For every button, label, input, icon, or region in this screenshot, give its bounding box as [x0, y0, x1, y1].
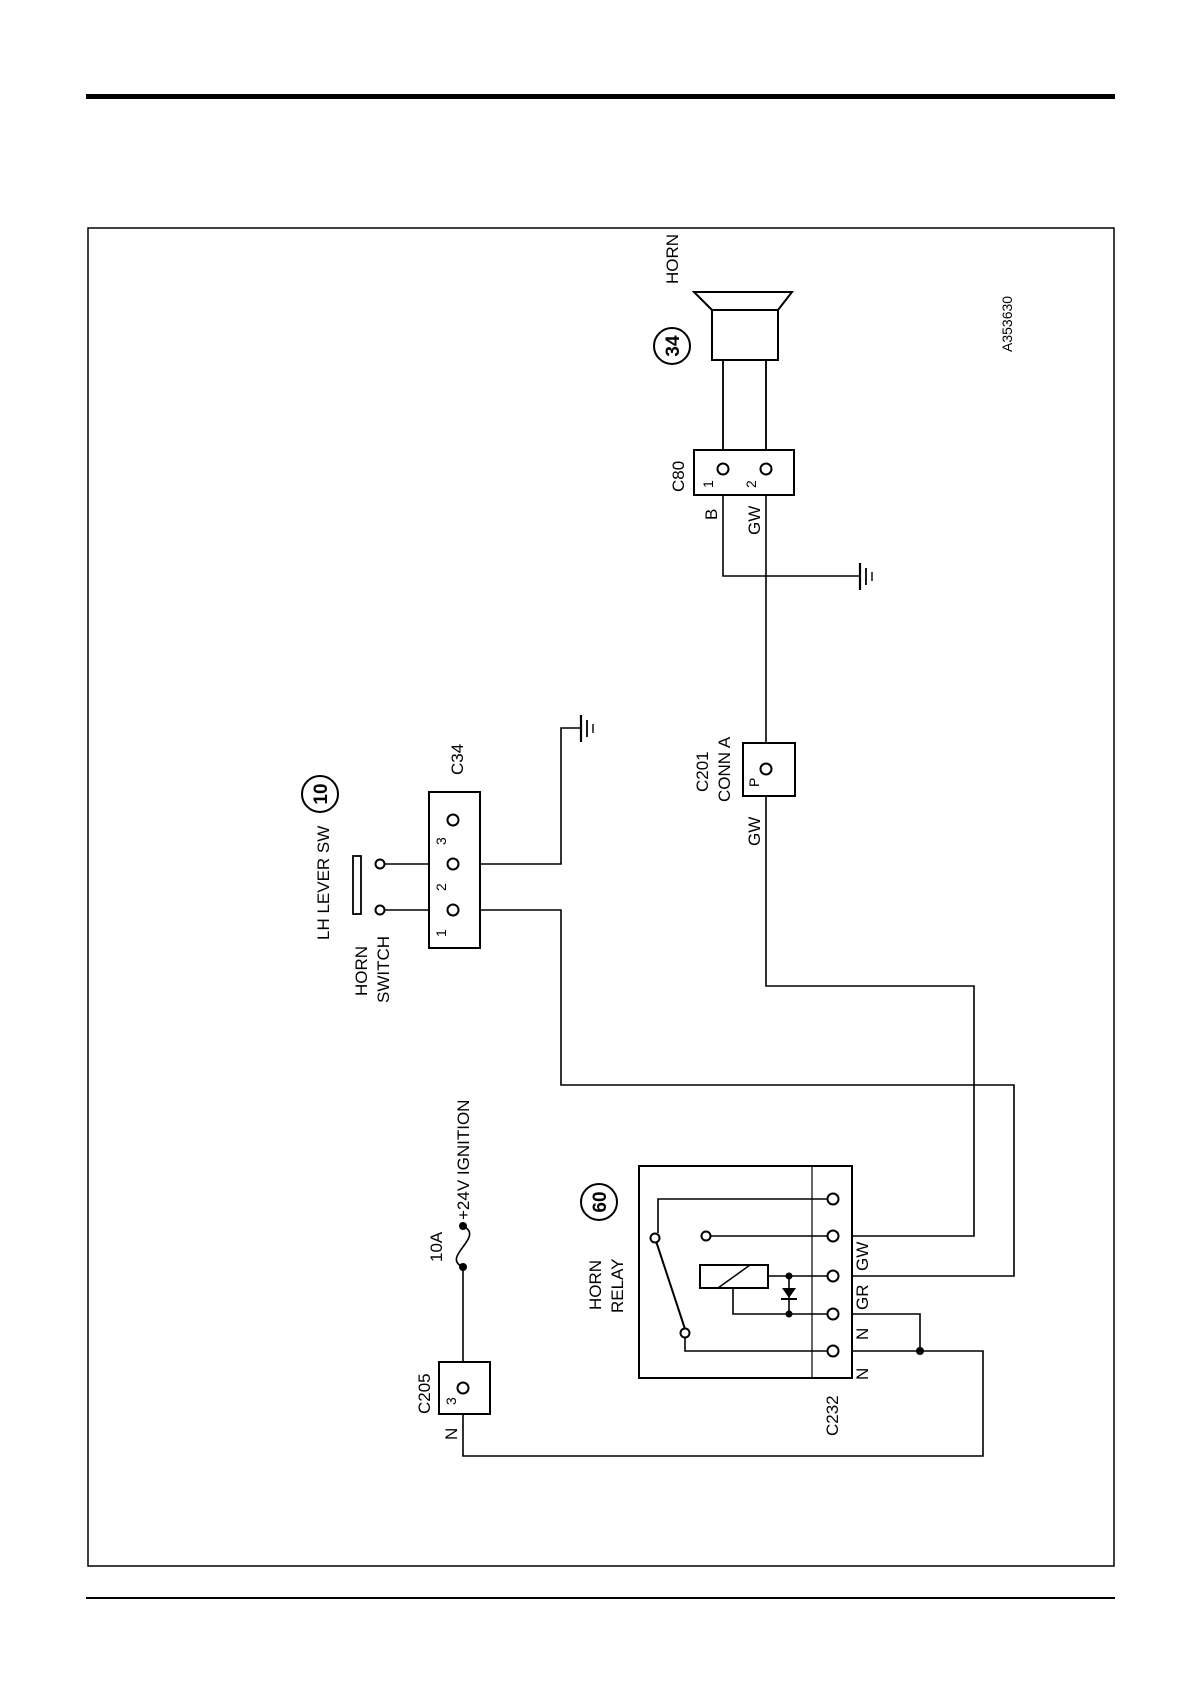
c34-pin-1: [448, 905, 459, 916]
lh-lever-label: LH LEVER SW: [314, 826, 333, 940]
relay-terminal-4: [828, 1309, 839, 1320]
c80-pin-1-label: 1: [700, 480, 716, 488]
c205-pin-label: 3: [443, 1397, 459, 1405]
ground-symbol-switch: [581, 715, 593, 742]
c34-pin-2: [448, 859, 459, 870]
c34-pin-2-label: 2: [433, 883, 449, 891]
wire-color-relay-n1: N: [853, 1328, 872, 1340]
lh-lever-switch: 10 LH LEVER SW HORN SWITCH: [302, 776, 393, 1003]
horn-bell: [694, 292, 792, 310]
horn-body: [712, 310, 778, 360]
c201-pin-label: P: [746, 778, 762, 787]
c80-pin-2: [761, 464, 772, 475]
relay-terminal-3: [828, 1271, 839, 1282]
fuse-10a: 10A +24V IGNITION: [427, 1100, 473, 1271]
c205-pin: [458, 1383, 469, 1394]
horn-relay: GW GR N N C232 60 HORN RELAY: [581, 1166, 872, 1436]
wire-color-relay-gr: GR: [853, 1285, 872, 1311]
c80-pin-1: [718, 464, 729, 475]
c205-name: C205: [415, 1373, 434, 1414]
connector-c80: 1 2 C80 B GW: [669, 450, 794, 535]
connector-c205: 3 C205 N: [415, 1362, 490, 1440]
lh-lever-number: 10: [311, 783, 332, 804]
supply-label: +24V IGNITION: [454, 1100, 473, 1220]
c34-pin-3-label: 3: [433, 837, 449, 845]
junction-dot: [916, 1347, 924, 1355]
header-rule: [86, 94, 1115, 99]
horn-switch-bar: [353, 856, 361, 914]
relay-label-2: RELAY: [608, 1259, 627, 1314]
fuse-element: [456, 1226, 469, 1267]
horn-switch-contact-1: [376, 906, 385, 915]
drawing-id: A353630: [999, 296, 1015, 352]
wire-color-relay-gw: GW: [853, 1242, 872, 1271]
horn-switch-label-1: HORN: [352, 946, 371, 996]
relay-terminal-5: [828, 1346, 839, 1357]
c34-name: C34: [448, 744, 467, 775]
wire-color-relay-n2: N: [853, 1368, 872, 1380]
c80-name: C80: [669, 461, 688, 492]
c80-pin-2-label: 2: [743, 480, 759, 488]
c34-pin-1-label: 1: [433, 929, 449, 937]
relay-terminal-1: [828, 1194, 839, 1205]
wire-color-c80-gw: GW: [745, 506, 764, 535]
horn-number: 34: [663, 335, 684, 357]
horn: 34 HORN: [654, 234, 792, 462]
horn-switch-label-2: SWITCH: [374, 936, 393, 1003]
relay-number: 60: [590, 1191, 611, 1212]
c232-name: C232: [823, 1395, 842, 1436]
relay-label-1: HORN: [586, 1260, 605, 1310]
relay-terminal-2: [828, 1231, 839, 1242]
c201-pin: [761, 764, 772, 775]
c34-pin-3: [448, 815, 459, 826]
fuse-rating: 10A: [427, 1231, 446, 1262]
horn-switch-contact-2: [376, 860, 385, 869]
wire-color-c80-b: B: [702, 509, 721, 520]
footer-rule: [86, 1597, 1115, 1599]
diagram-frame: [88, 228, 1114, 1566]
horn-label: HORN: [663, 234, 682, 284]
connector-c201: P C201 CONN A GW: [693, 736, 795, 846]
connector-c34: 1 2 3 C34: [429, 744, 480, 948]
c201-name-2: CONN A: [715, 736, 734, 802]
ground-symbol-horn: [860, 563, 872, 590]
wire-color-c201-gw: GW: [745, 817, 764, 846]
c201-name: C201: [693, 751, 712, 792]
wire-color-c205-n: N: [442, 1428, 461, 1440]
